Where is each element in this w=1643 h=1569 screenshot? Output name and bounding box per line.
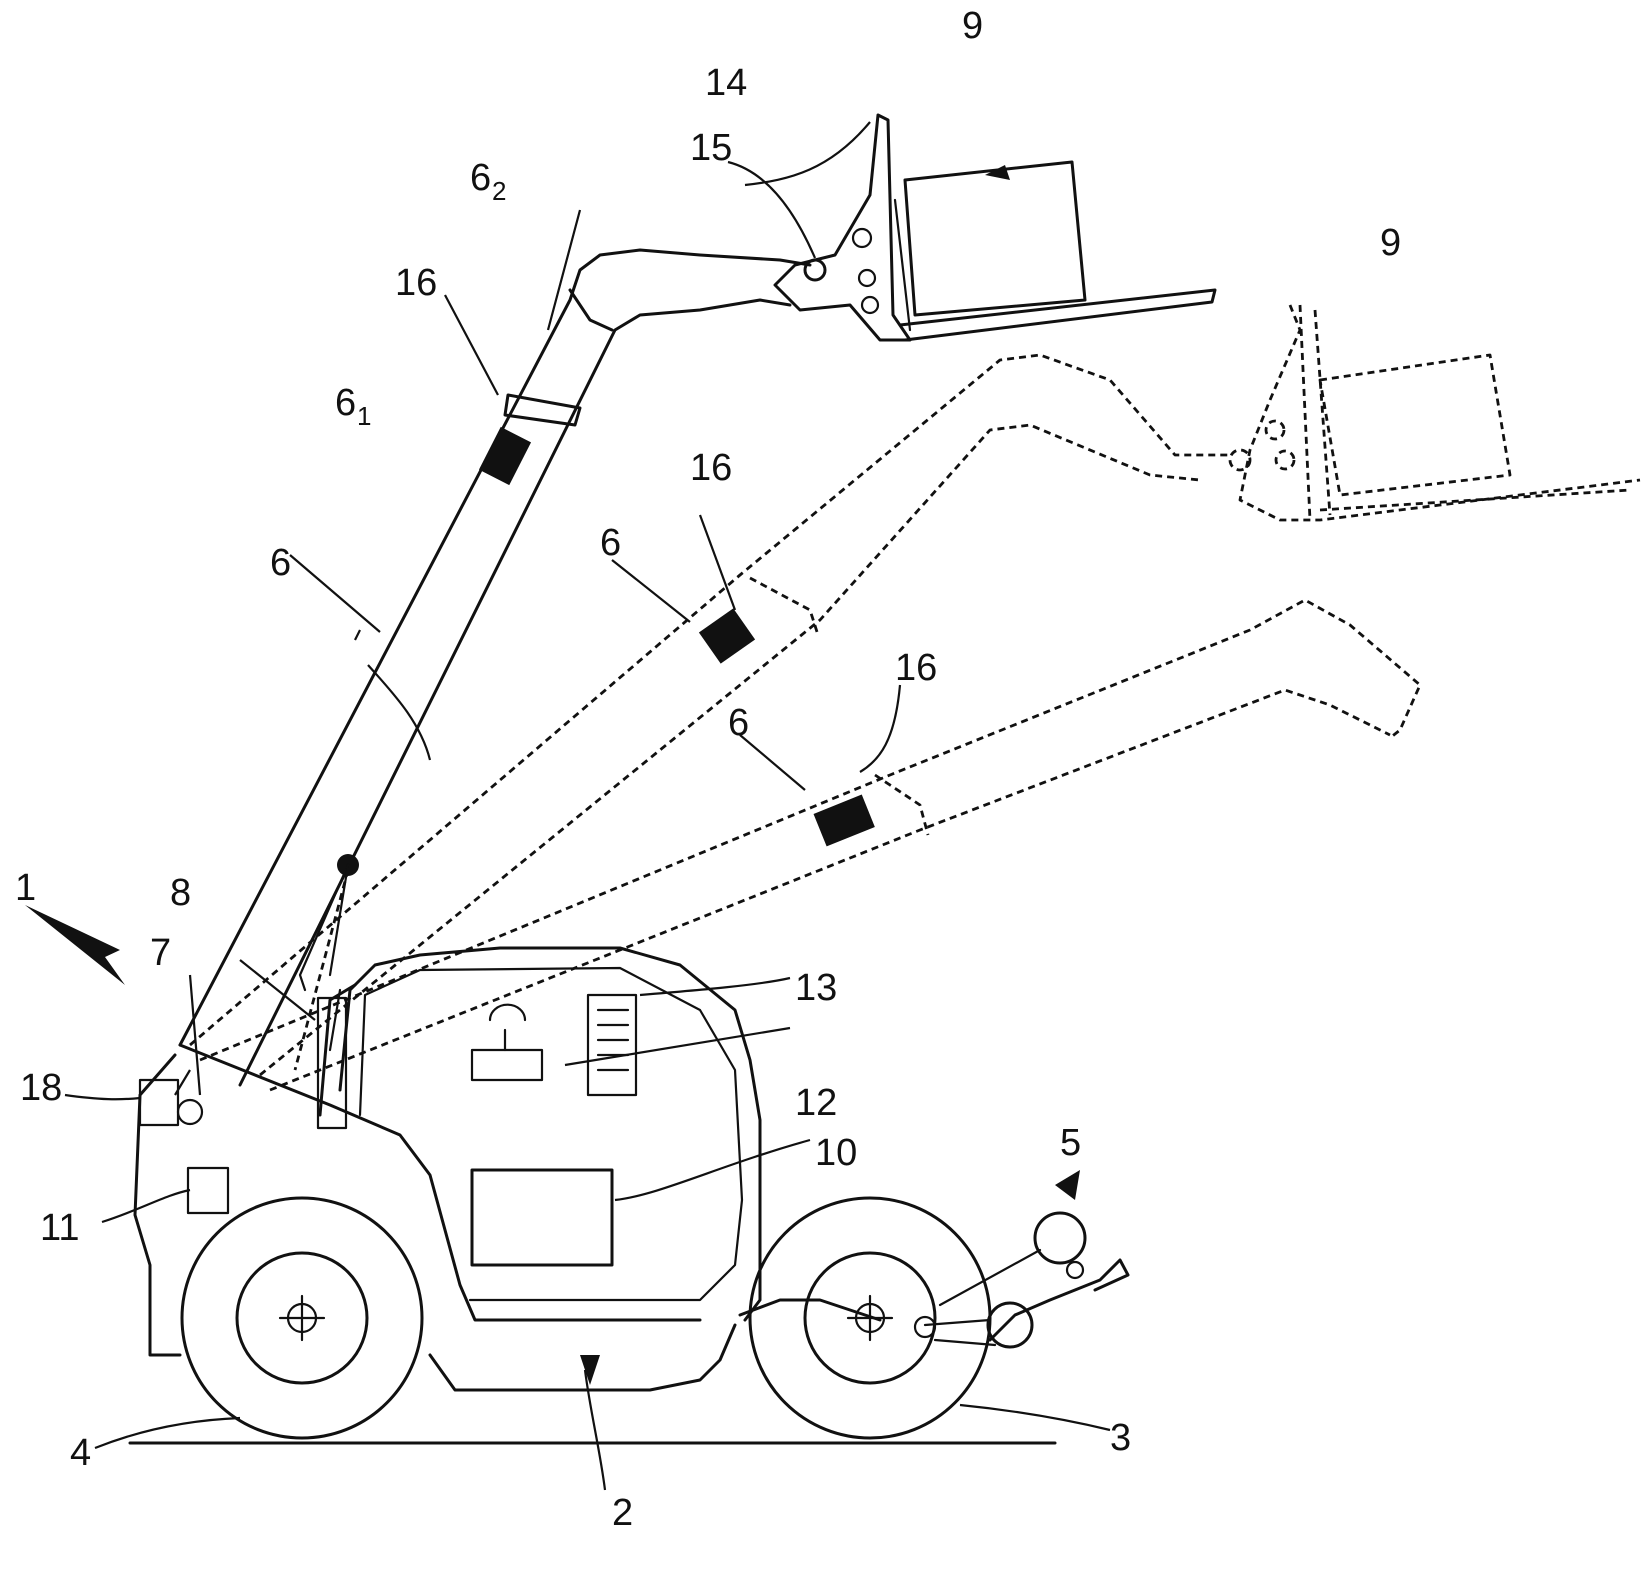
reference-labels: 1 2 3 4 5 6 6 6 6 1 6 2 7 8 9 9 10 11 12… <box>15 5 1401 1534</box>
label-4: 4 <box>70 1432 91 1474</box>
label-7: 7 <box>150 932 171 974</box>
label-6-1: 6 <box>335 382 356 424</box>
indicator-12 <box>470 1048 544 1082</box>
label-10: 10 <box>815 1132 857 1174</box>
display-13 <box>586 993 638 1097</box>
load-9-dashed <box>1318 353 1512 497</box>
label-6-main: 6 <box>270 542 291 584</box>
label-16-middle: 16 <box>690 447 732 489</box>
sensor-16-upper <box>478 426 532 486</box>
unit-11 <box>186 1166 230 1215</box>
rear-wheel-3 <box>748 1196 992 1440</box>
hitch-5 <box>913 1211 1087 1349</box>
control-unit-10 <box>470 1168 614 1267</box>
label-5: 5 <box>1060 1122 1081 1164</box>
label-14: 14 <box>705 62 747 104</box>
label-6-dashed-upper: 6 <box>600 522 621 564</box>
label-15: 15 <box>690 127 732 169</box>
label-16-upper: 16 <box>395 262 437 304</box>
pivot-7 <box>176 1098 204 1126</box>
support-8 <box>316 996 348 1130</box>
label-11: 11 <box>40 1207 79 1249</box>
lift-cylinder <box>293 854 359 1071</box>
leader-lines <box>64 121 1111 1491</box>
sensor-16-lower <box>813 794 875 847</box>
label-13: 13 <box>795 967 837 1009</box>
vehicle-body <box>133 946 1130 1392</box>
sensor-18 <box>138 1078 180 1127</box>
boom-solid-raised <box>178 113 1217 1087</box>
label-2: 2 <box>612 1492 633 1534</box>
label-6-2: 6 <box>470 157 491 199</box>
boom-dashed-position-lower <box>199 598 1422 1092</box>
label-9-dashed: 9 <box>1380 222 1401 264</box>
label-16-lower: 16 <box>895 647 937 689</box>
front-wheel-4 <box>180 1196 424 1440</box>
boom-dashed-position-upper <box>189 304 1641 1077</box>
label-3: 3 <box>1110 1417 1131 1459</box>
arrowheads <box>25 165 1080 1385</box>
label-18: 18 <box>20 1067 62 1109</box>
sensor-16-middle <box>698 608 756 664</box>
joystick-icon <box>488 1003 527 1052</box>
label-12: 12 <box>795 1082 837 1124</box>
label-6-dashed-lower: 6 <box>728 702 749 744</box>
label-8: 8 <box>170 872 191 914</box>
label-6-1-sub: 1 <box>357 401 371 431</box>
load-9-solid <box>903 160 1087 317</box>
label-1: 1 <box>15 867 36 909</box>
label-6-2-sub: 2 <box>492 176 506 206</box>
label-9-solid: 9 <box>962 5 983 47</box>
